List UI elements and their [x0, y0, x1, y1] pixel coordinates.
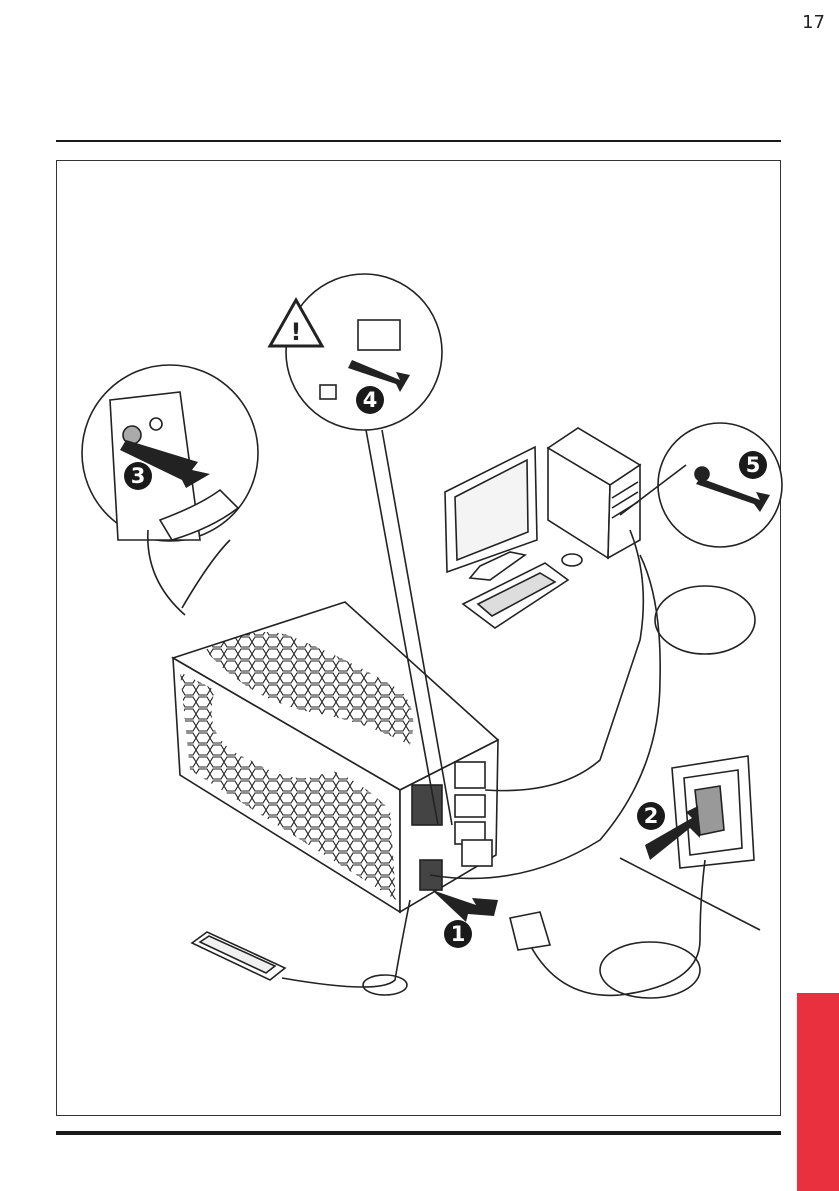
step-label-2: 2	[644, 804, 659, 828]
step-badge-3: 3	[124, 462, 152, 490]
step-badge-5: 5	[739, 451, 767, 479]
step-label-1: 1	[451, 922, 466, 946]
smartphone	[192, 932, 285, 980]
step-label-3: 3	[131, 464, 146, 488]
monitor	[445, 447, 537, 580]
ups-unit	[173, 602, 498, 912]
step-label-5: 5	[746, 453, 761, 477]
step-badge-2: 2	[637, 802, 665, 830]
svg-text:!: !	[291, 318, 302, 346]
step-label-4: 4	[363, 388, 378, 412]
wall-socket	[620, 756, 760, 930]
step-badge-1: 1	[444, 920, 472, 948]
step-badge-4: 4	[356, 386, 384, 414]
pc-tower	[548, 428, 640, 558]
detail-power-button	[82, 365, 258, 615]
